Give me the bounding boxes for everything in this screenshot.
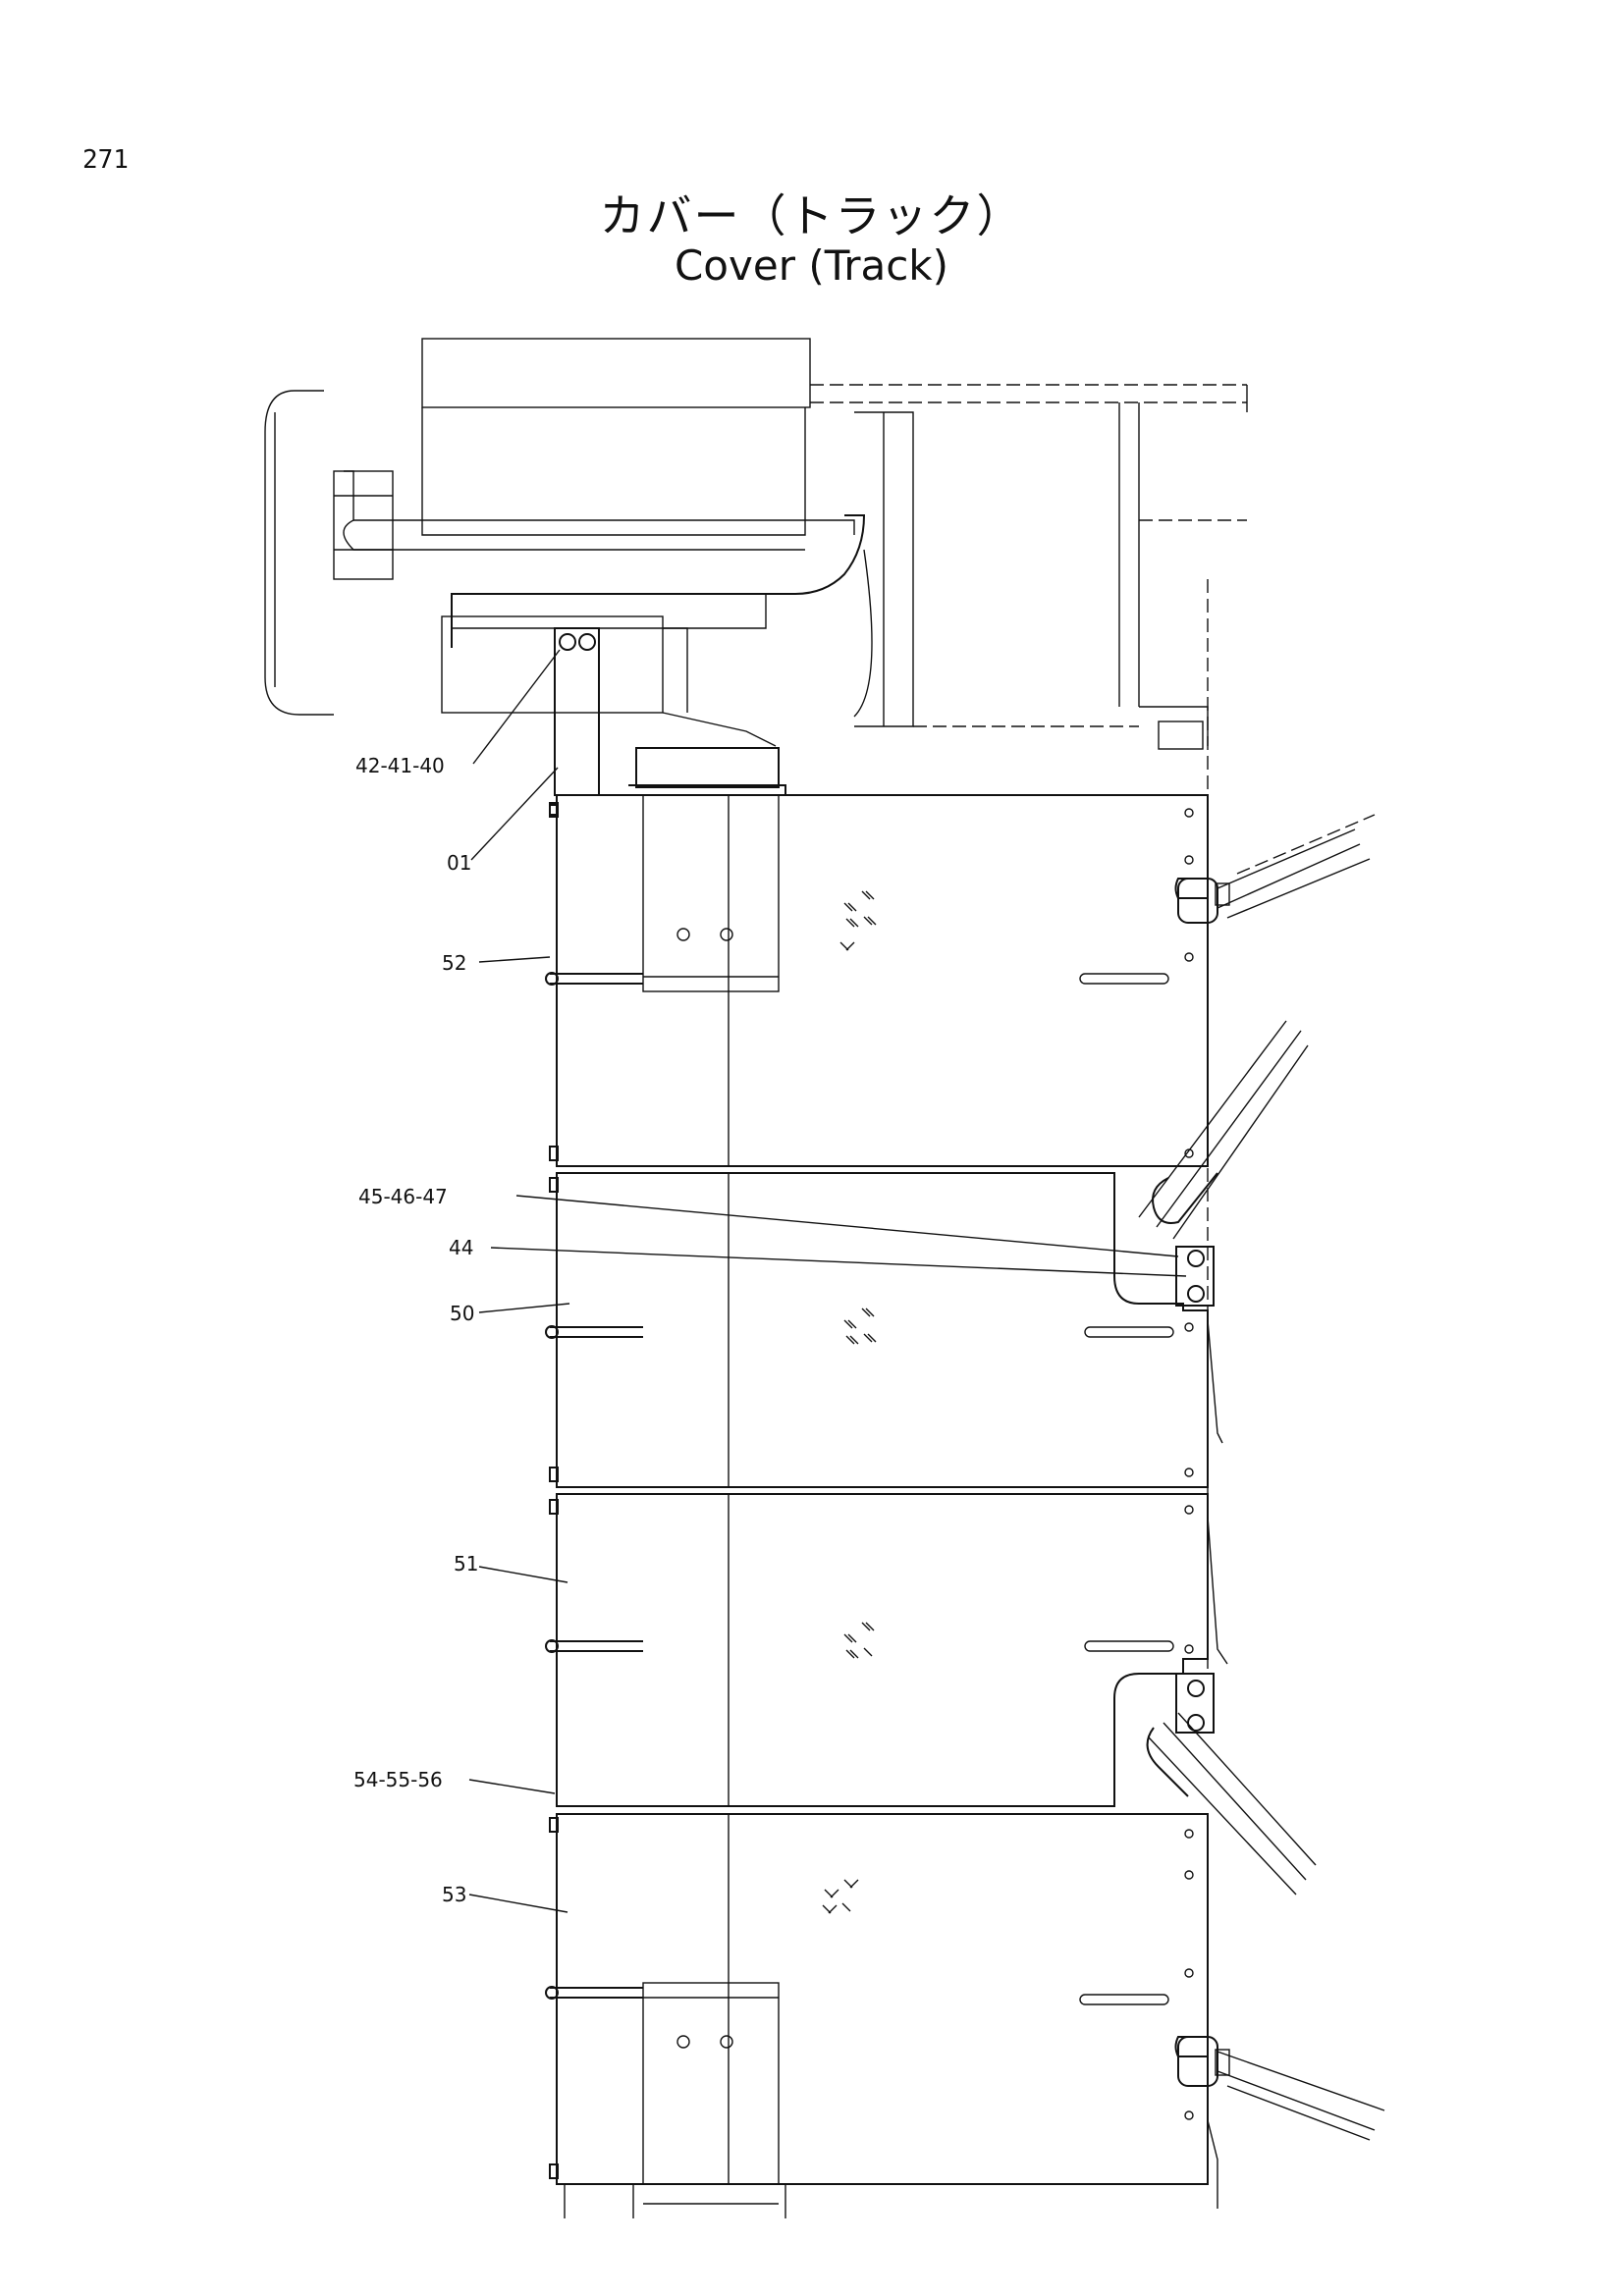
callout-51: 51 <box>454 1552 478 1575</box>
callout-labels: 42-41-40 01 52 45-46-47 44 50 51 54-55-5… <box>353 754 478 1906</box>
cover-panel-52 <box>545 794 1376 1167</box>
page-title-japanese: カバー（トラック） <box>599 189 1024 242</box>
callout-01: 01 <box>447 851 471 875</box>
callout-45-46-47: 45-46-47 <box>358 1185 448 1208</box>
callout-42-41-40: 42-41-40 <box>355 754 445 777</box>
page-title-english: Cover (Track) <box>674 241 948 290</box>
callout-54-55-56: 54-55-56 <box>353 1768 443 1791</box>
cover-panel-51 <box>545 1493 1317 1896</box>
stay-bracket <box>554 627 786 796</box>
callout-leaders <box>468 649 1187 1913</box>
callout-52: 52 <box>442 951 466 975</box>
callout-44: 44 <box>449 1236 473 1259</box>
page-number: 271 <box>82 145 129 175</box>
cover-panel-53 <box>545 1813 1385 2218</box>
callout-50: 50 <box>450 1302 474 1325</box>
callout-53: 53 <box>442 1883 466 1906</box>
cover-panel-50 <box>545 1020 1309 1488</box>
machine-body-outline <box>264 338 1248 1669</box>
